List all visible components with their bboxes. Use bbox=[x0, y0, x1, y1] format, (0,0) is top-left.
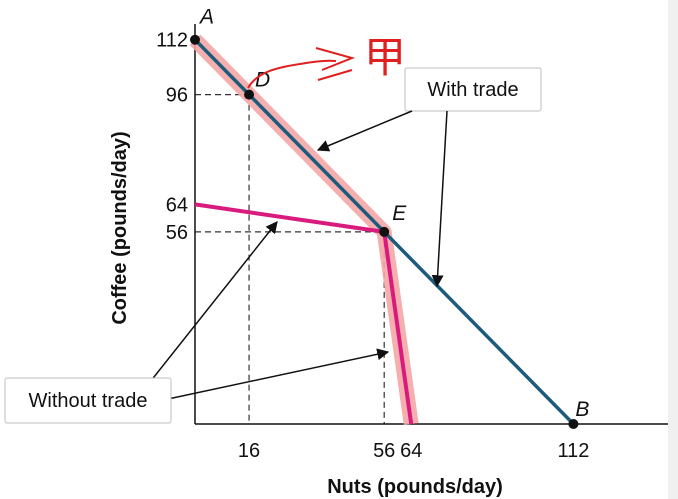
x-axis-label: Nuts (pounds/day) bbox=[327, 476, 503, 498]
axes bbox=[194, 24, 668, 425]
y-tick-56: 56 bbox=[166, 222, 188, 244]
callout-without-trade-arrow-2 bbox=[167, 348, 390, 400]
point-D bbox=[244, 89, 255, 100]
callout-without-trade-box bbox=[4, 377, 172, 424]
point-E bbox=[379, 226, 390, 237]
callout-with-trade-box bbox=[404, 67, 542, 112]
point-label-B: B bbox=[575, 398, 589, 421]
callout-with-trade-arrow-2 bbox=[431, 110, 448, 288]
point-label-A: A bbox=[198, 6, 214, 29]
point-B bbox=[568, 419, 579, 429]
annotation-arrow-lower bbox=[317, 69, 353, 81]
point-label-E: E bbox=[392, 202, 407, 225]
callout-with-trade: With trade bbox=[316, 67, 542, 288]
right-edge-strip bbox=[668, 0, 678, 499]
x-tick-64: 64 bbox=[400, 440, 422, 462]
callout-with-trade-text: With trade bbox=[427, 79, 518, 101]
y-tick-64: 64 bbox=[166, 194, 188, 216]
callout-without-trade: Without trade bbox=[4, 221, 390, 424]
callout-without-trade-text: Without trade bbox=[29, 390, 148, 412]
point-label-D: D bbox=[255, 69, 270, 92]
x-tick-16: 16 bbox=[238, 440, 260, 462]
x-tick-56: 56 bbox=[373, 440, 395, 462]
annotation-text: 甲 bbox=[364, 33, 406, 82]
callout-with-trade-arrow-1 bbox=[316, 110, 413, 152]
y-axis-label: Coffee (pounds/day) bbox=[109, 131, 131, 324]
points: A D E B bbox=[190, 6, 589, 429]
annotation-arrow-stroke bbox=[247, 59, 337, 89]
y-tick-112: 112 bbox=[156, 30, 188, 52]
handwritten-annotation: 甲 bbox=[247, 33, 406, 89]
y-tick-96: 96 bbox=[166, 85, 188, 107]
point-A bbox=[190, 34, 200, 45]
x-tick-112: 112 bbox=[557, 440, 589, 462]
annotation-arrow-upper bbox=[315, 47, 356, 71]
callout-without-trade-arrow-1 bbox=[149, 221, 278, 383]
